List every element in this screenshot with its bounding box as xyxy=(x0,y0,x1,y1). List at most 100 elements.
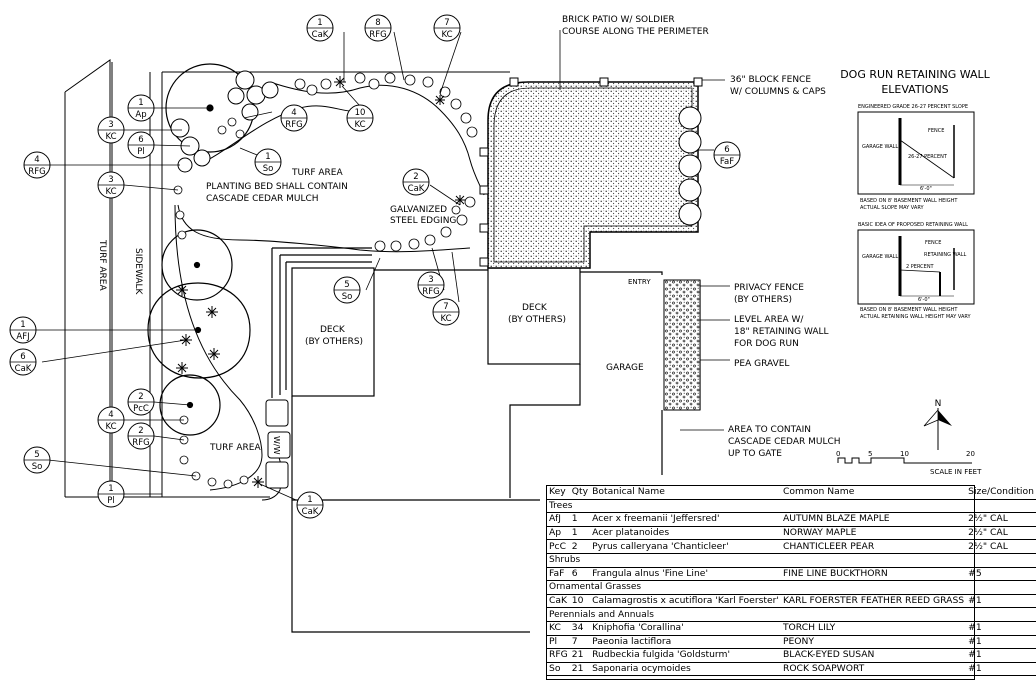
legend-common: AUTUMN BLAZE MAPLE xyxy=(780,512,967,527)
legend-qty: 2 xyxy=(569,539,591,554)
legend-common: NORWAY MAPLE xyxy=(780,526,967,541)
callout-code: RFG xyxy=(285,120,302,130)
legend-qty: 21 xyxy=(569,662,591,677)
callout-code: RFG xyxy=(369,30,386,40)
elevation-bottom-percent: 2 PERCENT xyxy=(906,264,935,270)
legend-header-size: Size/Condition xyxy=(966,486,1036,500)
elevation-top-percent: 26-27 PERCENT xyxy=(908,154,948,160)
planting-bed-edges xyxy=(174,81,485,501)
callout-qty: 6 xyxy=(138,135,143,145)
scale-tick-10: 10 xyxy=(900,450,909,458)
legend-size: 2½" CAL xyxy=(966,526,1036,541)
garage-label: GARAGE xyxy=(606,363,644,373)
scale-label: SCALE IN FEET xyxy=(930,468,982,476)
legend-key: Pl xyxy=(547,635,570,650)
elevation-top-fence: FENCE xyxy=(928,128,944,134)
callout-code: So xyxy=(263,164,274,174)
callout-kc-3-b: 3KC xyxy=(97,171,125,199)
plan-labels: TURF AREA TURF AREA TURF AREA SIDEWALK P… xyxy=(97,15,841,459)
leader-lines xyxy=(36,30,730,501)
callout-code: KC xyxy=(105,187,116,197)
scale-tick-20: 20 xyxy=(966,450,975,458)
elevations-panel: DOG RUN RETAINING WALL ELEVATIONS ENGINE… xyxy=(840,68,990,320)
north-letter: N xyxy=(935,399,942,409)
level-area-label-1: LEVEL AREA W/ xyxy=(734,315,804,325)
legend-botanical: Paeonia lactiflora xyxy=(590,635,781,650)
legend-botanical: Saponaria ocymoides xyxy=(590,662,781,677)
callout-qty: 4 xyxy=(291,108,296,118)
privacy-fence-label-1: PRIVACY FENCE xyxy=(734,283,804,293)
callout-qty: 1 xyxy=(20,320,25,330)
callout-code: CaK xyxy=(312,30,329,40)
callout-qty: 8 xyxy=(375,18,380,28)
callout-code: Pl xyxy=(107,496,115,506)
privacy-fence-label-2: (BY OTHERS) xyxy=(734,295,792,305)
callout-pl-1: 1Pl xyxy=(97,480,125,508)
level-area-label-2: 18" RETAINING WALL xyxy=(734,327,829,337)
legend-size: #5 xyxy=(966,567,1036,582)
grass-stars xyxy=(176,76,465,488)
tree-pcc-bottom xyxy=(159,374,221,436)
turf-area-vertical-label: TURF AREA xyxy=(97,239,107,291)
callout-qty: 6 xyxy=(20,352,25,362)
legend-header-common: Common Name xyxy=(780,486,967,500)
elevations-title-1: DOG RUN RETAINING WALL xyxy=(840,68,990,81)
callout-qty: 7 xyxy=(444,18,449,28)
legend-header-row: Key Qty Botanical Name Common Name Size/… xyxy=(547,486,1036,500)
callout-code: Pl xyxy=(137,147,145,157)
elevation-bottom-fence: FENCE xyxy=(925,240,941,246)
mulch-area-label-2: CASCADE CEDAR MULCH xyxy=(728,437,841,447)
brick-patio-label-1: BRICK PATIO W/ SOLDIER xyxy=(562,15,675,25)
planting-bed-label-1: PLANTING BED SHALL CONTAIN xyxy=(206,182,348,192)
callout-qty: 2 xyxy=(138,426,143,436)
callout-qty: 1 xyxy=(307,495,312,505)
window-wells xyxy=(265,399,291,489)
deck-right-label-1: DECK xyxy=(522,303,548,313)
callout-code: So xyxy=(342,292,353,302)
elevation-top-note-2: ACTUAL SLOPE MAY VARY xyxy=(860,205,924,211)
legend-botanical: Pyrus calleryana 'Chanticleer' xyxy=(590,539,781,554)
elevations-title-2: ELEVATIONS xyxy=(881,83,948,96)
legend-common: CHANTICLEER PEAR xyxy=(780,539,967,554)
legend-qty: 1 xyxy=(569,512,591,527)
callout-qty: 2 xyxy=(413,172,418,182)
turf-area-label-2: TURF AREA xyxy=(209,443,261,453)
callout-kc-7-top: 7KC xyxy=(433,14,461,42)
legend-qty: 7 xyxy=(569,635,591,650)
legend-header-key: Key xyxy=(547,486,570,500)
fence-columns xyxy=(479,77,703,267)
callout-so-1: 1So xyxy=(254,148,282,176)
brick-patio-label-2: COURSE ALONG THE PERIMETER xyxy=(562,27,709,37)
legend-common: BLACK-EYED SUSAN xyxy=(780,648,967,663)
legend-botanical: Acer platanoides xyxy=(590,526,781,541)
callout-qty: 3 xyxy=(108,175,113,185)
legend-botanical: Kniphofia 'Corallina' xyxy=(590,621,781,636)
elevation-bottom-garage: GARAGE WALL xyxy=(862,254,898,260)
planting-bed-label-2: CASCADE CEDAR MULCH xyxy=(206,194,319,204)
callout-code: Ap xyxy=(135,110,146,120)
elevation-bottom-dim: 6'-0" xyxy=(918,297,930,303)
legend-size: 2½" CAL xyxy=(966,539,1036,554)
pea-gravel-label: PEA GRAVEL xyxy=(734,359,789,369)
shrub-circles xyxy=(170,70,279,173)
legend-key: KC xyxy=(547,621,570,636)
legend-size: 2½" CAL xyxy=(966,512,1036,527)
callout-code: RFG xyxy=(28,167,45,177)
elevation-bottom-heading: BASIC IDEA OF PROPOSED RETAINING WALL xyxy=(858,222,968,228)
tree-pcc-top xyxy=(161,229,233,301)
callout-pl-6: 6Pl xyxy=(127,131,155,159)
legend-key: AfJ xyxy=(547,512,570,527)
